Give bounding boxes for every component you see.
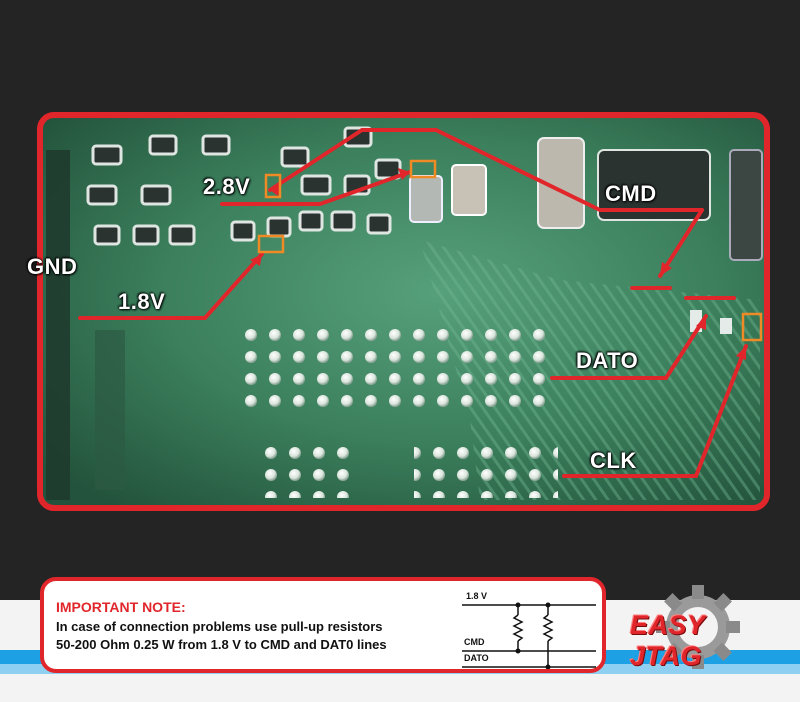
label-2-8v: 2.8V bbox=[203, 174, 251, 199]
capacitor-large bbox=[451, 164, 487, 216]
note-text-line-1: In case of connection problems use pull-… bbox=[56, 619, 383, 634]
schematic-dato-label: DATO bbox=[464, 653, 489, 663]
easy-jtag-logo: EASY JTAG bbox=[618, 582, 778, 672]
logo-text: EASY JTAG bbox=[630, 610, 706, 671]
note-title: IMPORTANT NOTE: bbox=[56, 599, 186, 615]
gear-icon bbox=[656, 585, 740, 669]
bga-balls-lower bbox=[414, 446, 558, 498]
label-gnd: GND bbox=[27, 254, 78, 279]
chip-dark bbox=[597, 149, 711, 221]
label-1-8v: 1.8V bbox=[118, 289, 166, 314]
important-note-box: IMPORTANT NOTE: In case of connection pr… bbox=[40, 577, 606, 673]
bga-balls-lower bbox=[264, 446, 360, 498]
schematic-cmd-label: CMD bbox=[464, 637, 485, 647]
test-point-markers bbox=[257, 159, 763, 342]
schematic-rail-label: 1.8 V bbox=[466, 591, 488, 601]
label-cmd: CMD bbox=[605, 181, 657, 206]
chip-metal bbox=[729, 149, 763, 261]
trace-region bbox=[420, 240, 760, 500]
label-dato: DATO bbox=[576, 348, 639, 373]
note-text-line-2: 50-200 Ohm 0.25 W from 1.8 V to CMD and … bbox=[56, 637, 387, 652]
pullup-schematic: 1.8 V CMD DATO bbox=[458, 587, 598, 670]
capacitor-large bbox=[409, 175, 443, 223]
bga-balls bbox=[244, 328, 556, 416]
board-edge bbox=[46, 150, 70, 500]
label-clk: CLK bbox=[590, 448, 637, 473]
component-cluster bbox=[86, 126, 402, 246]
capacitor-large bbox=[537, 137, 585, 229]
